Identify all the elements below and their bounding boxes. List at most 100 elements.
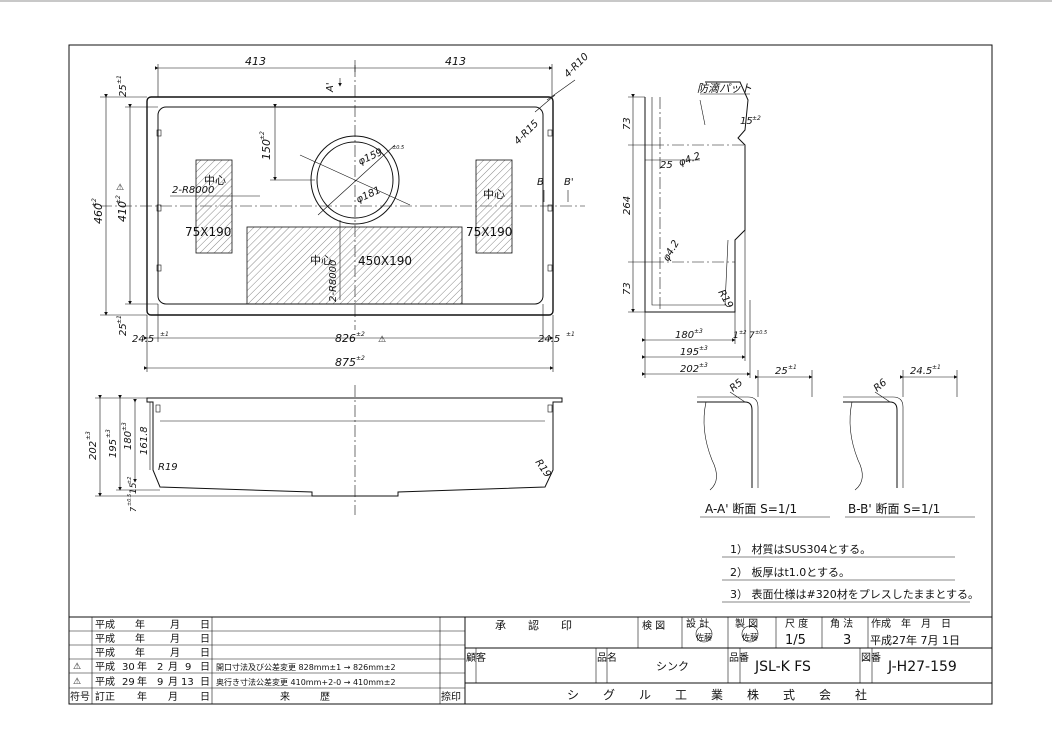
section-b-label: B (537, 177, 544, 188)
dim-height-inner: 410 (116, 201, 129, 222)
drafted-label: 製 図 (735, 617, 758, 630)
rev-m: 月 (170, 633, 180, 645)
drafted-stamp: 佐藤 (742, 632, 758, 642)
pad-center-size: 450X190 (358, 254, 412, 268)
side-dim-15-tol: ±2 (752, 115, 761, 122)
rev-month: 9 (157, 677, 163, 688)
part-label: 品番 (729, 652, 749, 664)
side-dim-73-top: 73 (622, 117, 633, 130)
product-value: シンク (656, 660, 689, 673)
rev-desc: 開口寸法及び公差変更 828mm±1 → 826mm±2 (216, 662, 396, 672)
rev-header-date: 訂正 (95, 690, 115, 703)
side-radius: R19 (715, 288, 734, 311)
rev-d: 日 (200, 662, 210, 673)
section-a2-label: A' (325, 82, 336, 93)
dim-side-right-tol: ±1 (566, 331, 575, 338)
dim-side-right: 24.5 (538, 334, 560, 345)
section-a-dim: 25 (775, 366, 788, 377)
dim-inner-width: 826 (335, 332, 356, 345)
dim-drain-offset: 150 (260, 139, 273, 160)
rev-d: 日 (200, 634, 210, 645)
dim-height-inner-tol: ±2 (115, 195, 122, 204)
section-b-radius: R6 (872, 377, 889, 394)
design-stamp: 佐藤 (696, 632, 712, 642)
front-dim-7-tol: ±0.5 (127, 494, 133, 506)
rev-era: 平成 (95, 676, 115, 688)
pad-center (246, 226, 463, 305)
company-name: シ グ ル 工 業 株 式 会 社 (567, 687, 867, 702)
side-dim-264: 264 (622, 196, 633, 215)
rev-y: 年 (137, 675, 147, 688)
note-1: 1） 材質はSUS304とする。 (730, 542, 871, 556)
side-hole-bottom: φ4.2 (661, 239, 682, 264)
side-dim-202: 202 (680, 364, 699, 375)
rev-m: 月 (170, 647, 180, 659)
rev-m: 月 (170, 619, 180, 631)
sheet-border (68, 44, 993, 705)
dim-top-flange: 25 (118, 84, 129, 97)
dim-height-total-tol: ±2 (91, 198, 98, 207)
rev-header-history: 来 歴 (280, 691, 330, 703)
pad-left (195, 159, 233, 254)
rev-mark-4: ⚠ (73, 662, 81, 672)
front-view (95, 385, 563, 515)
section-a-caption: A-A' 断面 S=1/1 (705, 501, 797, 516)
side-dim-202-tol: ±3 (699, 362, 708, 369)
scale-label: 尺 度 (785, 617, 808, 630)
dim-drain-offset-tol: ±2 (259, 131, 266, 140)
front-dim-7: 7 (129, 506, 138, 512)
drain-inner-dim: φ159 (357, 147, 385, 168)
rev-header-mark: 符号 (70, 690, 90, 703)
rev-header-year: 年 (137, 690, 147, 703)
side-dim-1: 1 (733, 331, 739, 341)
angle-value: 3 (843, 633, 851, 648)
rev-year: 30 (122, 662, 135, 673)
dim-bottom-flange-tol: ±1 (116, 315, 123, 324)
rev-y: 年 (135, 618, 145, 631)
front-dim-202: 202 (88, 441, 99, 460)
pad-left-label: 中心 (204, 174, 226, 187)
side-dim-195: 195 (680, 347, 699, 358)
rev-header-stamp: 捺印 (441, 690, 461, 703)
side-dim-73-bottom: 73 (622, 282, 633, 295)
dim-inner-width-tol: ±2 (356, 331, 365, 338)
rev-d: 日 (200, 620, 210, 631)
rev-day: 13 (181, 677, 194, 688)
side-dim-7-tol: ±0.5 (755, 330, 767, 336)
side-dim-15: 15 (740, 116, 753, 127)
rev-d: 日 (200, 677, 210, 688)
side-dim-180: 180 (675, 330, 694, 341)
revision-mark-width: ⚠ (378, 335, 386, 345)
rev-era: 平成 (95, 661, 115, 673)
side-dim-7: 7 (749, 331, 755, 341)
title-block-grid (69, 616, 992, 704)
rev-month: 2 (157, 662, 163, 673)
scale-value: 1/5 (785, 633, 806, 648)
pad-right-label: 中心 (483, 188, 505, 201)
note-3: 3） 表面仕様は#320材をプレスしたままとする。 (730, 587, 979, 601)
corner-radius-inner: 4-R15 (512, 118, 541, 147)
pad-left-size: 75X190 (185, 225, 231, 239)
window-top-edge (0, 0, 1052, 2)
angle-label: 角 法 (830, 617, 853, 630)
section-a-view (697, 370, 830, 518)
rev-era: 平成 (95, 619, 115, 631)
pad-right (475, 159, 513, 254)
product-label: 品名 (597, 651, 617, 664)
dim-top-flange-tol: ±1 (116, 75, 123, 84)
rev-header-day: 日 (200, 692, 210, 703)
front-dim-195-tol: ±3 (105, 429, 112, 438)
dim-top-right: 413 (445, 55, 466, 68)
side-dim-25: 25 (660, 160, 673, 171)
side-hole-top: φ4.2 (677, 151, 702, 169)
check-label: 検 図 (642, 619, 665, 632)
dim-side-left: 24.5 (132, 334, 154, 345)
dim-top-left: 413 (245, 55, 266, 68)
radius-left: 2-R8000 (172, 185, 214, 196)
rev-header-month: 月 (168, 691, 178, 703)
front-dim-180: 180 (123, 431, 134, 450)
rev-desc: 奥行き寸法公差変更 410mm+2-0 → 410mm±2 (216, 677, 396, 687)
section-b-dim-tol: ±1 (932, 364, 941, 371)
dim-bottom-flange: 25 (118, 323, 129, 336)
rev-m: 月 (168, 676, 178, 688)
